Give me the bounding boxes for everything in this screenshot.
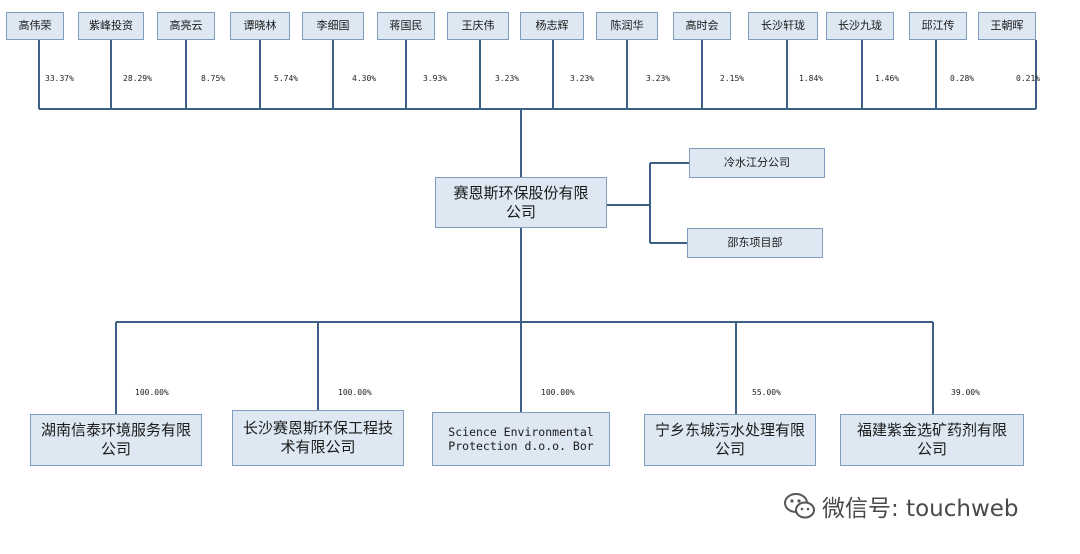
subsidiary-pct: 100.00% xyxy=(541,388,575,397)
subsidiary-name-line1: 宁乡东城污水处理有限 xyxy=(654,421,805,440)
shareholder-box: 长沙轩珑 xyxy=(748,12,818,40)
shareholding-pct: 3.23% xyxy=(495,74,520,83)
shareholder-box: 高伟荣 xyxy=(6,12,64,40)
shareholding-pct: 0.28% xyxy=(950,74,975,83)
watermark-text: 微信号: touchweb xyxy=(822,496,1019,522)
shareholding-pct: 3.23% xyxy=(646,74,671,83)
shareholding-pct: 4.30% xyxy=(352,74,377,83)
subsidiary-name-line2: 公司 xyxy=(714,440,745,458)
shareholder-box: 王庆伟 xyxy=(447,12,509,40)
shareholding-pct: 0.21% xyxy=(1016,74,1041,83)
shareholder-name: 邱江传 xyxy=(921,19,955,33)
shareholder-box: 谭晓林 xyxy=(230,12,290,40)
shareholding-pct: 2.15% xyxy=(720,74,745,83)
subsidiary-pct: 55.00% xyxy=(752,388,781,397)
shareholder-name: 高亮云 xyxy=(169,19,203,33)
branch-name: 邵东项目部 xyxy=(727,236,783,250)
subsidiary-box: 福建紫金选矿药剂有限 公司 xyxy=(840,414,1024,466)
subsidiary-name-line2: 术有限公司 xyxy=(280,438,356,456)
shareholder-box: 陈润华 xyxy=(596,12,658,40)
watermark: 微信号: touchweb xyxy=(782,486,1019,526)
shareholding-pct: 8.75% xyxy=(201,74,226,83)
branch-name: 冷水江分公司 xyxy=(724,156,790,170)
shareholder-name: 谭晓林 xyxy=(243,19,277,33)
shareholding-pct: 5.74% xyxy=(274,74,299,83)
shareholder-box: 高时会 xyxy=(673,12,731,40)
shareholder-box: 蒋国民 xyxy=(377,12,435,40)
shareholding-pct: 1.46% xyxy=(875,74,900,83)
subsidiary-pct: 100.00% xyxy=(338,388,372,397)
shareholder-name: 李细国 xyxy=(316,19,350,33)
subsidiary-box: Science Environmental Protection d.o.o. … xyxy=(432,412,610,466)
shareholder-name: 王庆伟 xyxy=(461,19,495,33)
shareholder-box: 高亮云 xyxy=(157,12,215,40)
shareholding-pct: 28.29% xyxy=(123,74,152,83)
shareholder-name: 杨志辉 xyxy=(535,19,569,33)
shareholder-name: 长沙轩珑 xyxy=(761,19,805,33)
subsidiary-pct: 100.00% xyxy=(135,388,169,397)
shareholding-pct: 3.23% xyxy=(570,74,595,83)
shareholder-box: 紫峰投资 xyxy=(78,12,144,40)
main-company-box: 赛恩斯环保股份有限 公司 xyxy=(435,177,607,228)
subsidiary-name-line1: 湖南信泰环境服务有限 xyxy=(40,421,191,440)
shareholder-box: 李细国 xyxy=(302,12,364,40)
shareholder-box: 杨志辉 xyxy=(520,12,584,40)
subsidiary-name-line1: 长沙赛恩斯环保工程技 xyxy=(242,419,393,438)
shareholding-pct: 3.93% xyxy=(423,74,448,83)
subsidiary-name-line2: 公司 xyxy=(100,440,131,458)
shareholder-name: 紫峰投资 xyxy=(89,19,133,33)
shareholder-name: 陈润华 xyxy=(610,19,644,33)
main-company-name-line2: 公司 xyxy=(505,202,536,221)
shareholder-name: 高伟荣 xyxy=(18,19,52,33)
shareholder-name: 王朝晖 xyxy=(990,19,1024,33)
subsidiary-name-line2: Protection d.o.o. Bor xyxy=(448,439,594,453)
subsidiary-box: 湖南信泰环境服务有限 公司 xyxy=(30,414,202,466)
shareholder-name: 长沙九珑 xyxy=(838,19,882,33)
shareholder-name: 蒋国民 xyxy=(389,19,423,33)
subsidiary-name-line1: 福建紫金选矿药剂有限 xyxy=(856,421,1007,440)
shareholder-box: 邱江传 xyxy=(909,12,967,40)
subsidiary-box: 宁乡东城污水处理有限 公司 xyxy=(644,414,816,466)
shareholder-box: 王朝晖 xyxy=(978,12,1036,40)
shareholding-pct: 33.37% xyxy=(45,74,74,83)
subsidiary-pct: 39.00% xyxy=(951,388,980,397)
shareholder-box: 长沙九珑 xyxy=(826,12,894,40)
subsidiary-name-line1: Science Environmental xyxy=(448,424,594,439)
shareholder-name: 高时会 xyxy=(685,19,719,33)
branch-box: 邵东项目部 xyxy=(687,228,823,258)
branch-box: 冷水江分公司 xyxy=(689,148,825,178)
subsidiary-name-line2: 公司 xyxy=(916,440,947,458)
shareholding-pct: 1.84% xyxy=(799,74,824,83)
subsidiary-box: 长沙赛恩斯环保工程技 术有限公司 xyxy=(232,410,404,466)
main-company-name-line1: 赛恩斯环保股份有限 xyxy=(453,183,589,202)
wechat-icon xyxy=(784,493,815,519)
